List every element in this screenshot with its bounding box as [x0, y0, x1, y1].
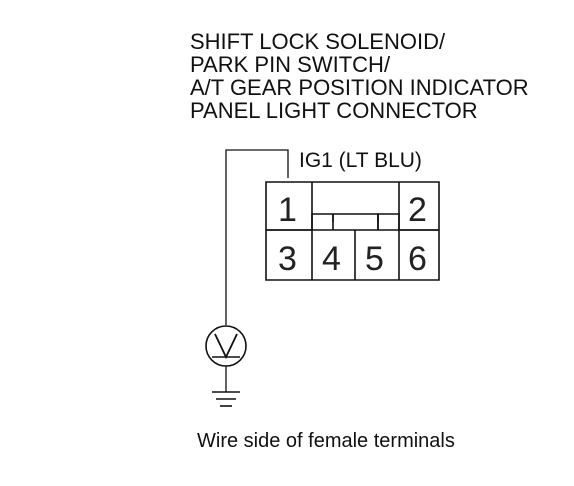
- pin-6: 6: [408, 240, 427, 278]
- pin-1: 1: [278, 191, 297, 229]
- title-line-3: A/T GEAR POSITION INDICATOR: [190, 75, 529, 100]
- voltmeter-circle: [205, 325, 247, 367]
- latch-top: [333, 213, 379, 230]
- ground-icon: [212, 391, 240, 407]
- connector-outline: [265, 181, 440, 281]
- pin-5: 5: [365, 240, 384, 278]
- connector-title: SHIFT LOCK SOLENOID/ PARK PIN SWITCH/ A/…: [190, 29, 529, 123]
- title-line-4: PANEL LIGHT CONNECTOR: [190, 98, 478, 123]
- latch-right: [377, 213, 400, 230]
- latch-left: [311, 213, 334, 230]
- connector-housing: [265, 181, 440, 281]
- title-line-1: SHIFT LOCK SOLENOID/: [190, 29, 446, 54]
- pin-4: 4: [322, 240, 341, 278]
- probe-wire: [225, 149, 289, 325]
- diagram-caption: Wire side of female terminals: [197, 430, 455, 452]
- wire-label: IG1 (LT BLU): [299, 149, 422, 172]
- pin-2: 2: [408, 191, 427, 229]
- pin-numbers: 1 2 3 4 5 6: [278, 191, 427, 278]
- pin-3: 3: [278, 240, 297, 278]
- title-line-2: PARK PIN SWITCH/: [190, 52, 391, 77]
- latch-tab: [332, 214, 379, 222]
- voltmeter-icon: [205, 325, 247, 367]
